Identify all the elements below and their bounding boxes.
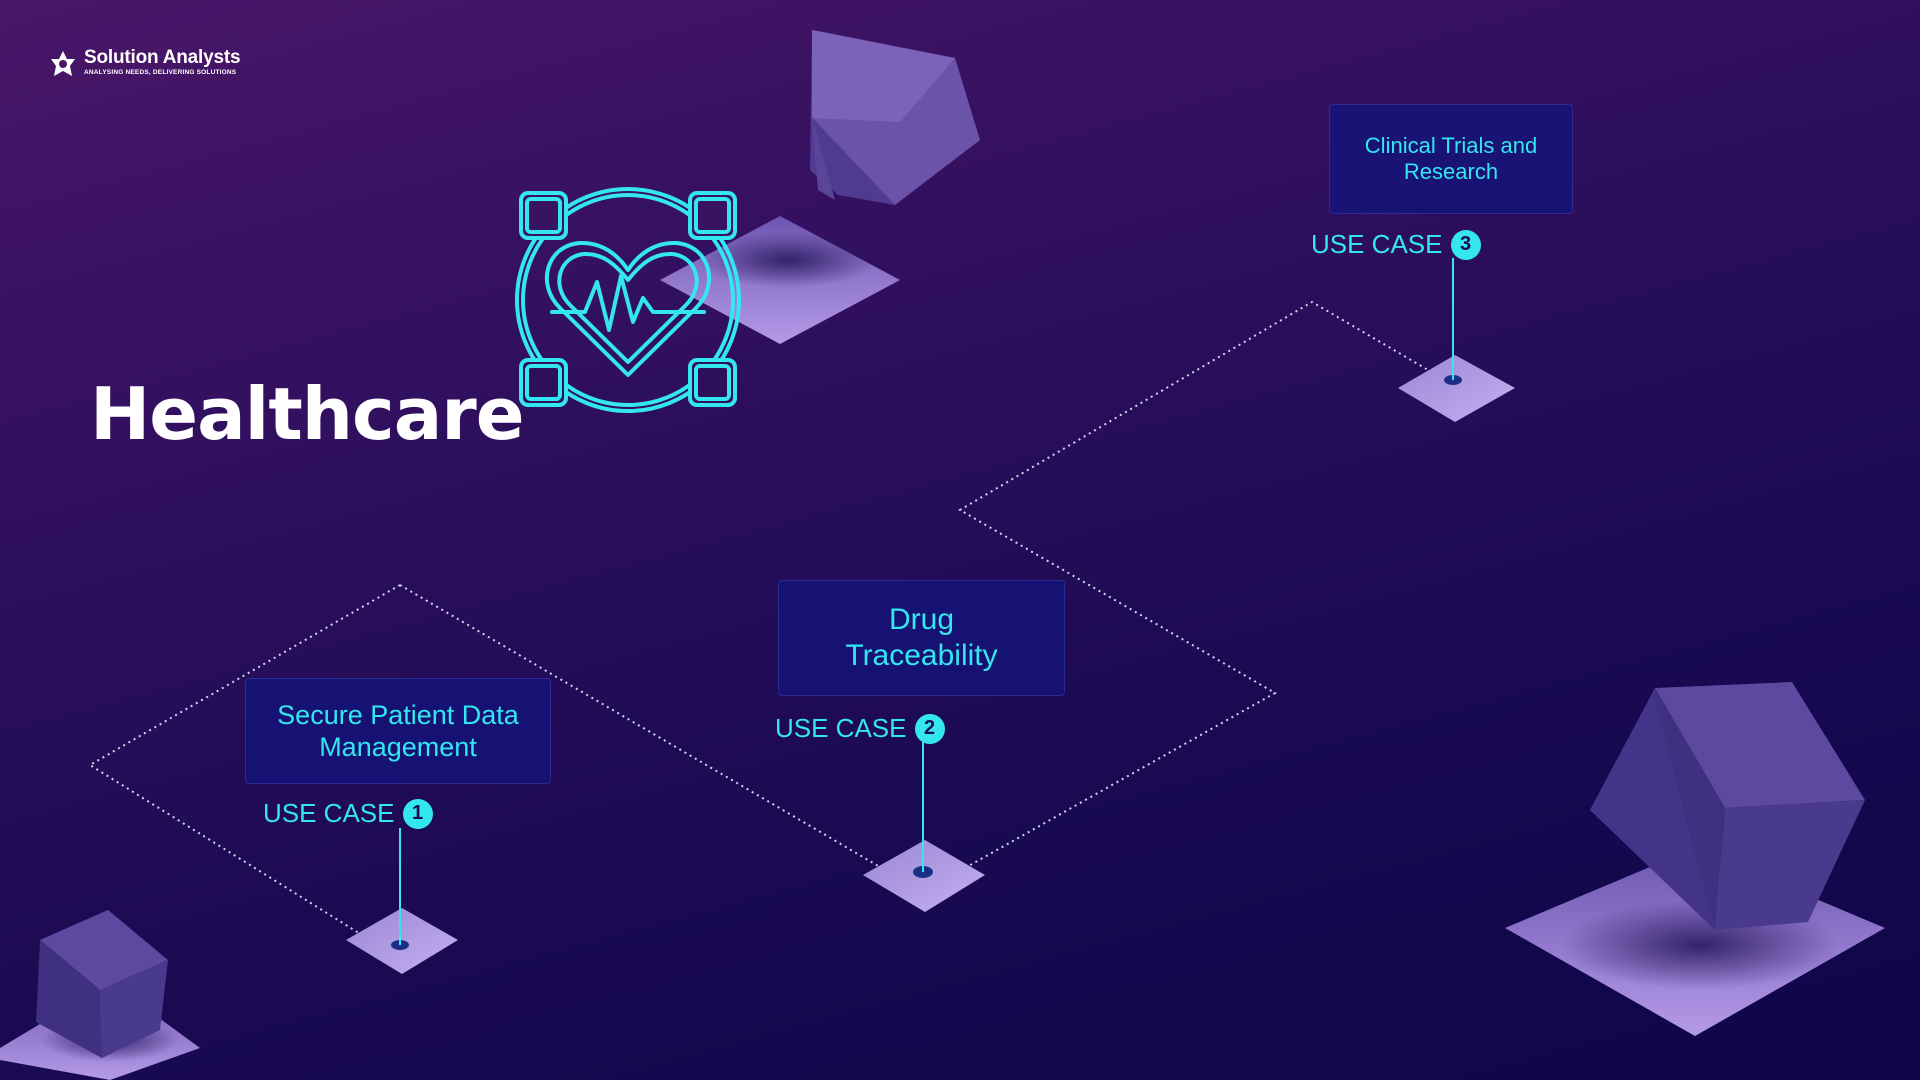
brand-logo[interactable]: Solution Analysts ANALYSING NEEDS, DELIV… [48,47,241,77]
page-title: Healthcare [90,372,525,456]
cube-bottom-right [1505,682,1885,1036]
use-case-2-title: Drug Traceability [845,603,998,672]
brand-tagline: ANALYSING NEEDS, DELIVERING SOLUTIONS [84,69,237,76]
use-case-1-prefix: USE CASE [263,798,395,828]
use-case-2-number-badge: 2 [914,713,945,744]
logo-text: Solution Analysts ANALYSING NEEDS, DELIV… [84,47,241,77]
use-case-2-box[interactable]: Drug Traceability [778,580,1065,696]
use-case-1-number-badge: 1 [402,798,433,829]
use-case-3-label: USE CASE 3 [1311,229,1481,260]
use-case-2-prefix: USE CASE [775,713,907,743]
use-case-1-pad [346,828,458,974]
path-line-2 [399,584,886,871]
brand-name: Solution Analysts [84,47,241,68]
use-case-3-prefix: USE CASE [1311,229,1443,259]
use-case-1-title: Secure Patient Data Management [277,699,519,762]
use-case-1-label: USE CASE 1 [263,798,433,829]
heart-pulse-icon [515,187,741,413]
use-case-3-title: Clinical Trials and Research [1364,132,1538,184]
star-badge-icon [51,51,75,76]
use-case-1-box[interactable]: Secure Patient Data Management [245,678,551,784]
use-case-2-label: USE CASE 2 [775,713,945,744]
use-case-2-pad [863,742,985,912]
cube-bottom-left [0,910,200,1080]
path-line-3 [958,300,1429,869]
cube-top [660,30,980,344]
use-case-3-pad [1398,258,1515,422]
use-case-3-number-badge: 3 [1450,229,1481,260]
logo-mark-spacer [48,48,76,76]
use-case-3-box[interactable]: Clinical Trials and Research [1329,104,1573,214]
